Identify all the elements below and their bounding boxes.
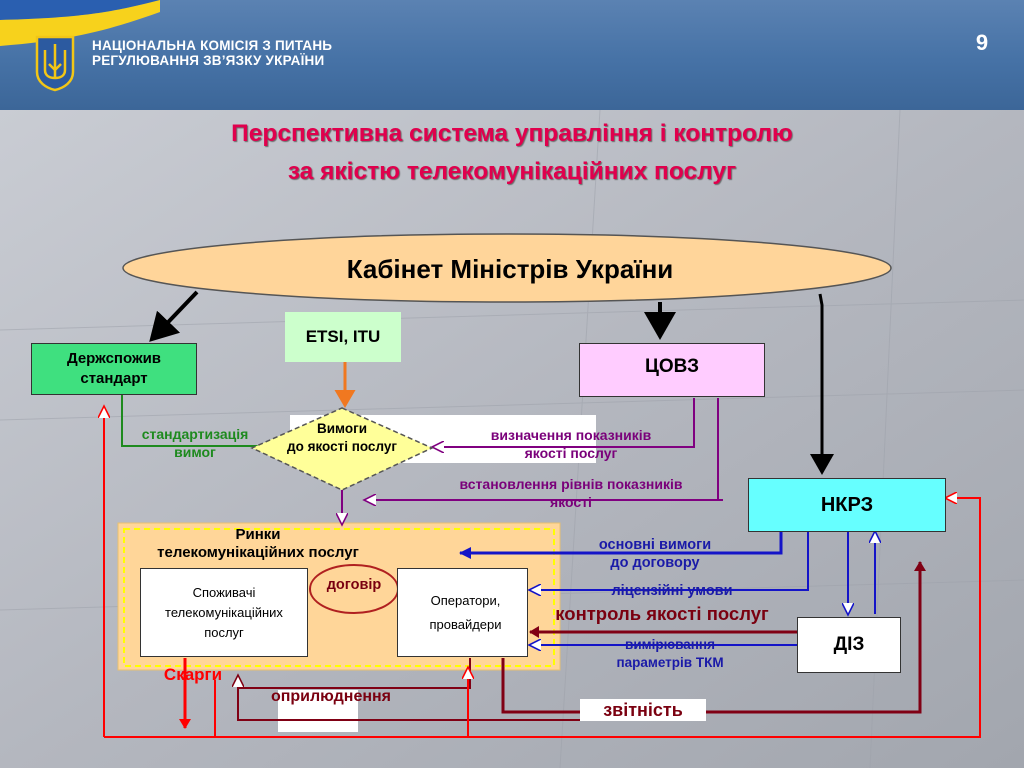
derzhspozhyv-node: Держспожив стандарт <box>31 343 197 395</box>
arrow-indicators <box>433 398 695 447</box>
requirements-line-2: до якості послуг <box>287 439 397 454</box>
arrow-levels <box>365 398 723 500</box>
publication-label: оприлюднення <box>270 688 392 705</box>
standardization-label: стандартизація вимог <box>120 425 270 461</box>
consumers-line-1: Споживачі <box>192 584 256 600</box>
indicators-label: визначення показників якості послуг <box>446 426 696 462</box>
reporting-label: звітність <box>580 699 706 721</box>
levels-label: встановлення рівнів показників якості <box>420 475 722 511</box>
requirements-node: Вимоги до якості послуг <box>262 420 422 456</box>
operators-node: Оператори, провайдери <box>397 568 528 657</box>
basic-req-line-2: до договору <box>610 555 700 571</box>
flag-icon <box>0 0 160 46</box>
consumers-line-3: послуг <box>204 624 244 640</box>
derzh-line-1: Держспожив <box>66 350 162 367</box>
contract-label: договір <box>326 577 382 593</box>
indicators-line-1: визначення показників <box>490 427 652 443</box>
organization-name: НАЦІОНАЛЬНА КОМІСІЯ З ПИТАНЬ РЕГУЛЮВАННЯ… <box>92 38 332 68</box>
tsovz-node: ЦОВЗ <box>579 343 765 397</box>
cabinet-node: Кабінет Міністрів України <box>346 253 674 284</box>
diz-node: ДІЗ <box>797 617 901 673</box>
slide-title-line-1: Перспективна система управління і контро… <box>231 120 793 147</box>
derzh-line-2: стандарт <box>80 370 148 387</box>
coat-of-arms-icon <box>35 35 75 92</box>
consumers-line-2: телекомунікаційних <box>165 604 283 620</box>
license-label: ліцензійні умови <box>611 583 733 599</box>
basic-req-line-1: основні вимоги <box>598 537 712 553</box>
standardization-line-1: стандартизація <box>141 426 249 442</box>
arrow-cabinet-nkrz <box>810 293 834 475</box>
arrow-license <box>530 532 809 590</box>
measuring-line-2: параметрів ТКМ <box>616 655 724 670</box>
consumers-node: Споживачі телекомунікаційних послуг <box>140 568 308 657</box>
slide-title-line-2: за якістю телекомунікаційних послуг <box>287 158 737 185</box>
basic-requirements-label: основні вимоги до договору <box>570 536 740 572</box>
header-bar: НАЦІОНАЛЬНА КОМІСІЯ З ПИТАНЬ РЕГУЛЮВАННЯ… <box>0 0 1024 110</box>
complaints-label: Скарги <box>163 665 223 684</box>
operators-line-2: провайдери <box>429 616 502 632</box>
market-region-border <box>123 528 555 667</box>
market-title: Ринки телекомунікаційних послуг <box>118 526 398 562</box>
arrow-reporting <box>501 561 926 714</box>
indicators-line-2: якості послуг <box>524 445 618 461</box>
market-line-2: телекомунікаційних послуг <box>157 544 359 561</box>
label-patch-publication <box>278 690 358 732</box>
operators-line-1: Оператори, <box>430 592 501 608</box>
measuring-label: вимірювання параметрів ТКМ <box>590 636 750 672</box>
requirements-diamond <box>250 407 434 491</box>
arrow-red-right <box>104 498 981 738</box>
arrow-cabinet-derzh <box>149 290 199 342</box>
measuring-line-1: вимірювання <box>625 637 715 652</box>
requirements-line-1: Вимоги <box>316 421 368 436</box>
cabinet-ellipse <box>122 233 892 303</box>
levels-line-2: якості <box>550 494 592 510</box>
arrow-basic-requirements <box>459 532 783 559</box>
org-line-1: НАЦІОНАЛЬНА КОМІСІЯ З ПИТАНЬ <box>92 38 333 53</box>
org-line-2: РЕГУЛЮВАННЯ ЗВ’ЯЗКУ УКРАЇНИ <box>92 53 325 68</box>
nkrz-node: НКРЗ <box>748 478 946 532</box>
market-line-1: Ринки <box>235 526 281 543</box>
etsi-node: ETSI, ITU <box>285 312 401 362</box>
quality-control-label: контроль якості послуг <box>555 603 769 624</box>
arrow-standardization <box>121 394 258 447</box>
standardization-line-2: вимог <box>174 444 216 460</box>
page-number: 9 <box>975 30 989 55</box>
levels-line-1: встановлення рівнів показників <box>459 476 683 492</box>
